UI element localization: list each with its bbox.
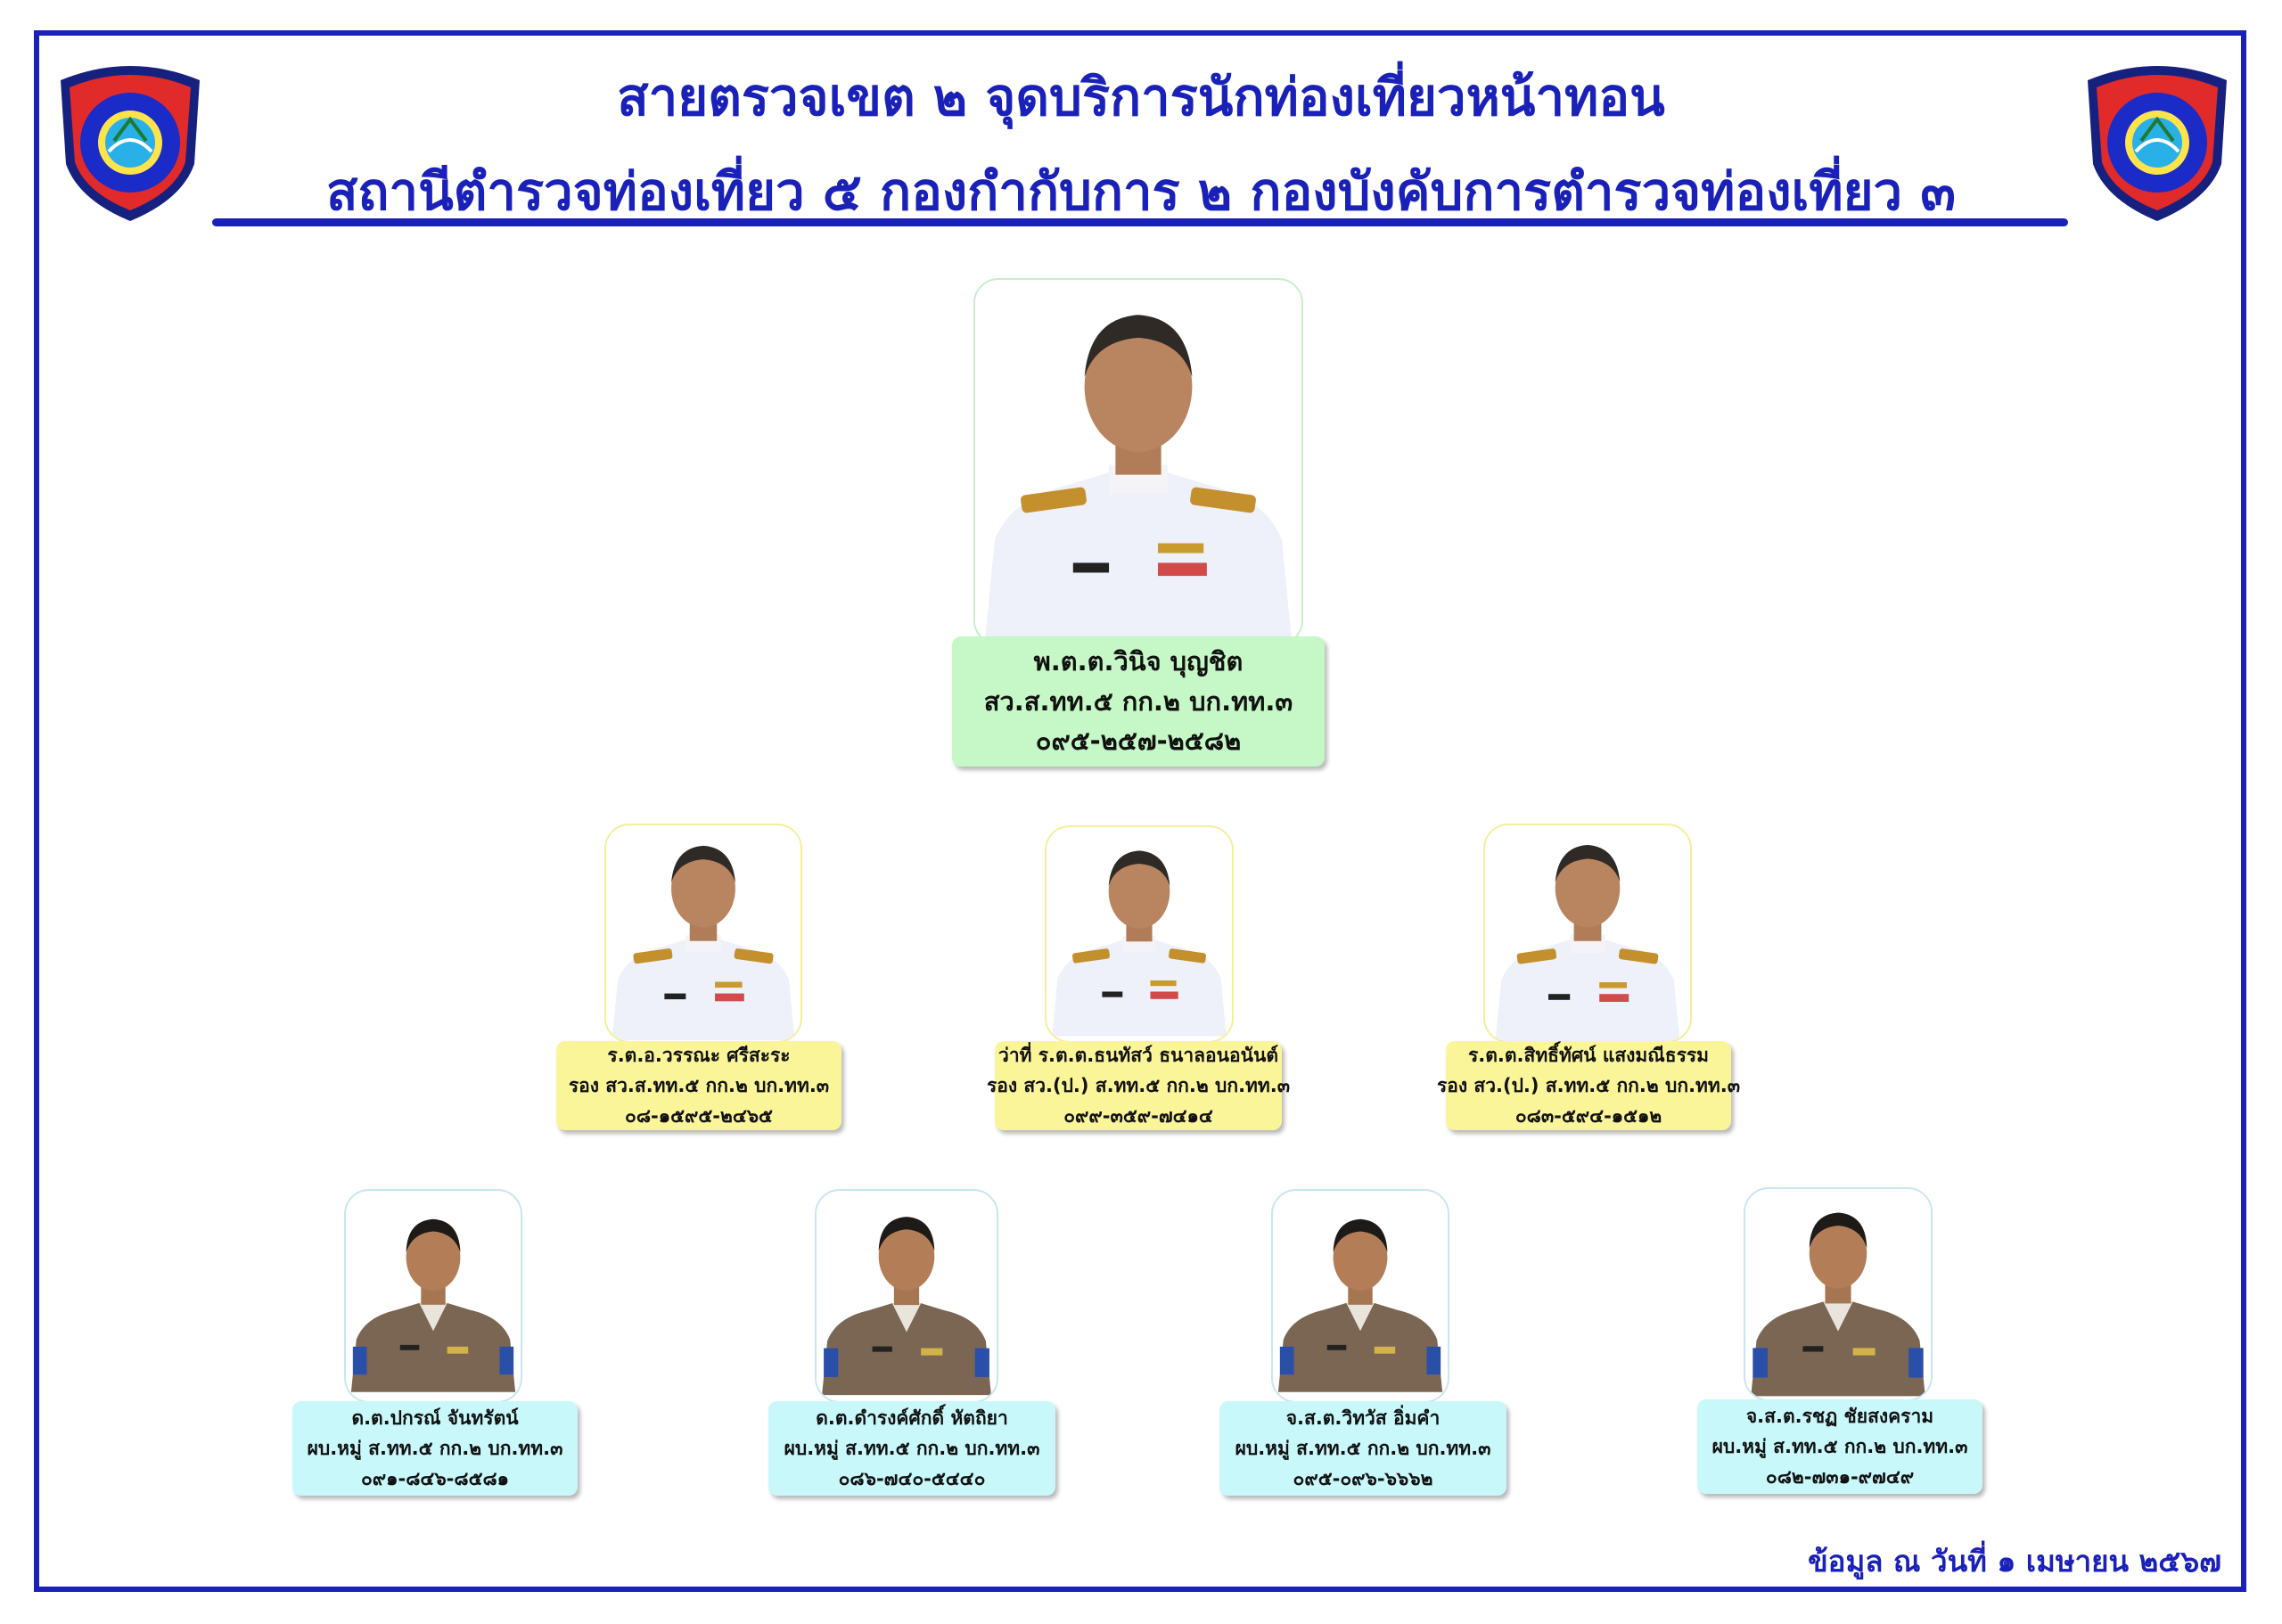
commander-phone: ๐๙๕-๒๕๗-๒๕๘๒ xyxy=(1035,726,1242,757)
commander-card: พ.ต.ต.วินิจ บุญชิต สว.ส.ทท.๕ กก.๒ บก.ทท.… xyxy=(952,636,1325,767)
deputy-phone: ๐๘๓-๕๙๔-๑๕๑๒ xyxy=(1514,1105,1662,1128)
officer-position: ผบ.หมู่ ส.ทท.๕ กก.๒ บก.ทท.๓ xyxy=(1712,1435,1968,1457)
officer-position: ผบ.หมู่ ส.ทท.๕ กก.๒ บก.ทท.๓ xyxy=(307,1437,563,1459)
officer-portrait-icon xyxy=(817,1191,997,1401)
officer-card: จ.ส.ต.วิทวัส อิ่มคำ ผบ.หมู่ ส.ทท.๕ กก.๒ … xyxy=(1219,1401,1506,1496)
officer-phone: ๐๘๖-๗๔๐-๕๔๔๐ xyxy=(838,1468,986,1489)
officer-portrait-icon xyxy=(606,825,800,1041)
commander-name: พ.ต.ต.วินิจ บุญชิต xyxy=(1033,645,1244,677)
deputy-photo xyxy=(1045,825,1234,1043)
title-underline xyxy=(212,218,2068,226)
deputy-name: ร.ต.ต.สิทธิ์ทัศน์ แสงมณีธรรม xyxy=(1468,1044,1709,1066)
deputy-name: ว่าที่ ร.ต.ต.ธนทัสว์ ธนาลอนอนันต์ xyxy=(998,1044,1278,1066)
deputy-photo xyxy=(604,824,802,1043)
data-as-of-date: ข้อมูล ณ วันที่ ๑ เมษายน ๒๕๖๗ xyxy=(1808,1544,2221,1579)
commander-position: สว.ส.ทท.๕ กก.๒ บก.ทท.๓ xyxy=(983,685,1293,717)
officer-card: จ.ส.ต.รชฏ ชัยสงคราม ผบ.หมู่ ส.ทท.๕ กก.๒ … xyxy=(1697,1399,1982,1494)
officer-phone: ๐๙๕-๐๙๖-๖๖๖๒ xyxy=(1293,1468,1433,1489)
officer-photo xyxy=(1271,1189,1449,1403)
officer-portrait-icon xyxy=(1273,1191,1448,1401)
officer-card: ด.ต.ดำรงค์ศักดิ์ หัตถิยา ผบ.หมู่ ส.ทท.๕ … xyxy=(768,1401,1055,1496)
officer-photo xyxy=(1744,1187,1933,1401)
officer-position: ผบ.หมู่ ส.ทท.๕ กก.๒ บก.ทท.๓ xyxy=(1235,1437,1491,1459)
deputy-position: รอง สว.(ป.) ส.ทท.๕ กก.๒ บก.ทท.๓ xyxy=(986,1075,1291,1096)
officer-portrait-icon xyxy=(1485,825,1690,1041)
deputy-name: ร.ต.อ.วรรณะ ศรีสะระ xyxy=(607,1044,791,1066)
officer-portrait-icon xyxy=(1047,827,1232,1041)
officer-photo xyxy=(344,1189,522,1403)
deputy-card: ร.ต.ต.สิทธิ์ทัศน์ แสงมณีธรรม รอง สว.(ป.)… xyxy=(1437,1041,1740,1130)
officer-name: จ.ส.ต.วิทวัส อิ่มคำ xyxy=(1285,1407,1441,1429)
deputy-card: ว่าที่ ร.ต.ต.ธนทัสว์ ธนาลอนอนันต์ รอง สว… xyxy=(987,1041,1290,1130)
deputy-phone: ๐๘-๑๕๙๕-๒๔๖๕ xyxy=(625,1105,773,1128)
officer-name: ด.ต.ดำรงค์ศักดิ์ หัตถิยา xyxy=(816,1407,1008,1429)
officer-position: ผบ.หมู่ ส.ทท.๕ กก.๒ บก.ทท.๓ xyxy=(784,1437,1040,1459)
page-subtitle: สถานีตำรวจท่องเที่ยว ๕ กองกำกับการ ๒ กอง… xyxy=(326,161,1956,222)
deputy-position: รอง สว.(ป.) ส.ทท.๕ กก.๒ บก.ทท.๓ xyxy=(1436,1075,1741,1096)
officer-name: ด.ต.ปกรณ์ จันทรัตน์ xyxy=(351,1407,519,1429)
officer-portrait-icon xyxy=(1745,1189,1931,1399)
officer-card: ด.ต.ปกรณ์ จันทรัตน์ ผบ.หมู่ ส.ทท.๕ กก.๒ … xyxy=(292,1401,578,1496)
officer-name: จ.ส.ต.รชฏ ชัยสงคราม xyxy=(1745,1405,1934,1427)
deputy-phone: ๐๙๙-๓๕๙-๗๔๑๔ xyxy=(1063,1105,1213,1128)
officer-phone: ๐๘๒-๗๓๑-๙๗๔๙ xyxy=(1765,1466,1915,1488)
deputy-position: รอง สว.ส.ทท.๕ กก.๒ บก.ทท.๓ xyxy=(568,1075,830,1096)
officer-portrait-icon xyxy=(346,1191,521,1401)
deputy-card: ร.ต.อ.วรรณะ ศรีสะระ รอง สว.ส.ทท.๕ กก.๒ บ… xyxy=(556,1041,841,1130)
officer-phone: ๐๙๑-๘๔๖-๘๕๘๑ xyxy=(360,1468,509,1489)
officer-photo xyxy=(815,1189,998,1403)
page-border xyxy=(34,30,2246,1592)
deputy-photo xyxy=(1483,824,1692,1043)
commander-photo xyxy=(973,278,1303,645)
page-title: สายตรวจเขต ๒ จุดบริการนักท่องเที่ยวหน้าท… xyxy=(617,67,1665,127)
officer-portrait-icon xyxy=(975,280,1301,644)
